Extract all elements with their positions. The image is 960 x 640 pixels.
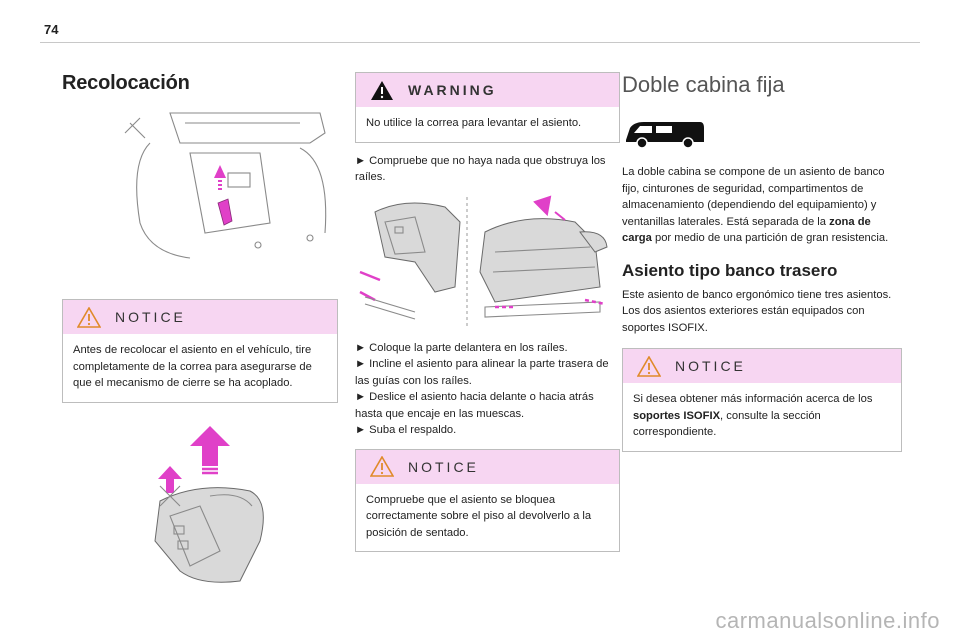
column-2: WARNING No utilice la correa para levant… [355,60,620,552]
footer-watermark[interactable]: carmanualsonline.info [715,608,940,633]
notice-box-1: NOTICE Antes de recolocar el asiento en … [62,299,338,403]
notice-label: NOTICE [675,358,746,374]
notice-text: Si desea obtener más información acerca … [633,391,891,441]
intro-bold: zona de carga [622,215,871,245]
warning-header: WARNING [356,73,619,107]
section-title-doble-cabina: Doble cabina fija [622,72,785,97]
seat-rails-illustration [359,195,608,327]
notice-box-2: NOTICE Compruebe que el asiento se bloqu… [355,448,620,552]
notice-box-3: NOTICE Si desea obtener más información … [622,348,902,452]
seat-strap-illustration [124,112,327,259]
notice-icon [637,355,661,377]
section-title-recolocacion: Recolocación [62,72,190,94]
intro-text-end: por medio de una partición de gran resis… [651,232,889,244]
notice-text-bold: soportes ISOFIX [633,409,721,422]
notice-text-start: Si desea obtener más información acerca … [633,393,873,405]
page-number: 74 [44,22,59,37]
notice-text: Antes de recolocar el asiento en el vehí… [73,344,312,389]
column-1: Recolocación NOTICE Antes de recolocar e… [62,60,338,591]
warning-icon [371,80,393,100]
column-3: Doble cabina fija La doble cabina se com… [622,60,902,452]
notice-text-end: , consulte la sección correspondiente. [633,409,821,439]
notice-label: NOTICE [408,458,479,475]
seat-lift-illustration [154,425,264,583]
warning-label: WARNING [408,82,497,98]
notice-header: NOTICE [623,349,901,383]
bench-paragraph: Este asiento de banco ergonómico tiene t… [622,288,892,334]
notice-header: NOTICE [63,300,337,334]
notice-icon [370,456,394,477]
notice-text: Compruebe que el asiento se bloquea corr… [366,493,592,539]
warning-box: WARNING No utilice la correa para levant… [355,72,620,143]
warning-text: No utilice la correa para levantar el as… [366,117,582,129]
subsection-title: Asiento tipo banco trasero [622,260,838,280]
notice-label: NOTICE [115,309,186,325]
step-item: ► Deslice el asiento hacia delante o hac… [355,391,594,420]
step-item: ► Suba el respaldo. [355,424,457,436]
step-item: ► Coloque la parte delantera en los raíl… [355,341,568,354]
step-item: ► Incline el asiento para alinear la par… [355,358,609,387]
steps-list: ► Coloque la parte delantera en los raíl… [355,340,620,439]
van-icon [626,122,704,149]
notice-icon [77,306,101,328]
top-rule [40,42,920,43]
intro-text: La doble cabina se compone de un asiento… [622,166,885,228]
notice-header: NOTICE [356,449,619,484]
intro-paragraph: La doble cabina se compone de un asiento… [622,164,902,247]
step-check-rails: ► Compruebe que no haya nada que obstruy… [355,154,606,184]
